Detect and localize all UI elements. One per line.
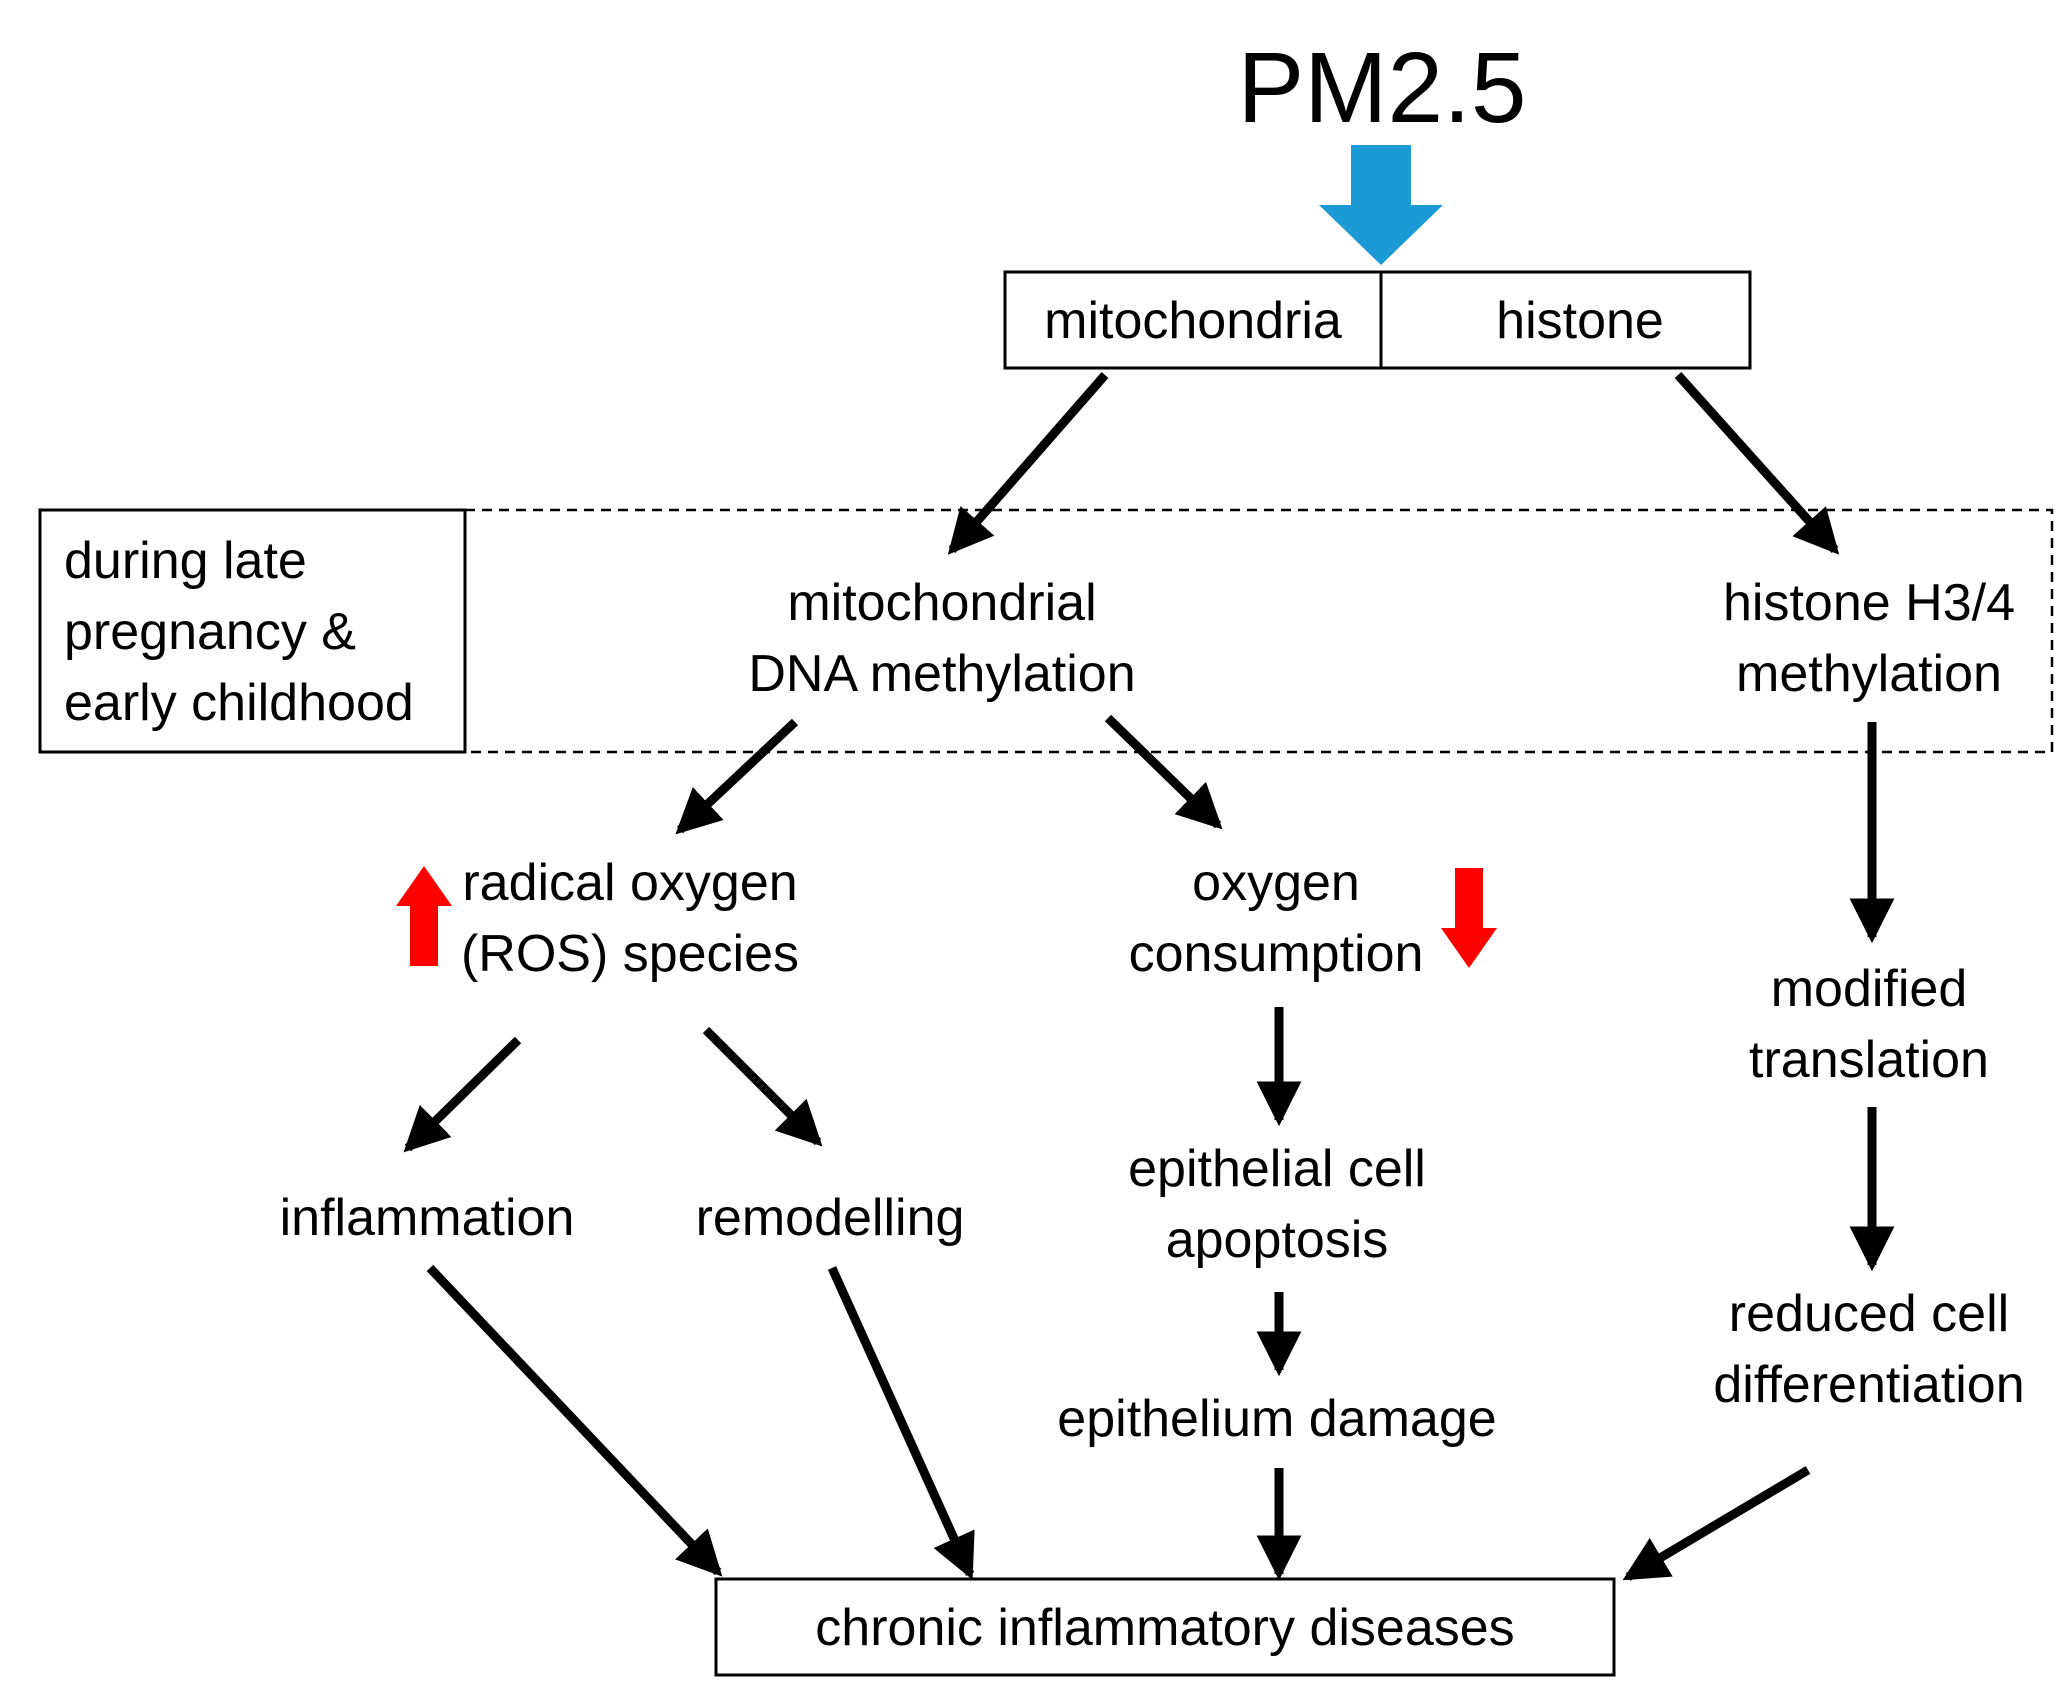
top-box [1003,270,1752,370]
apoptosis-line1: epithelial cell [1128,1140,1426,1198]
mitochondria-label: mitochondria [1044,292,1342,350]
exposure-title: PM2.5 [1237,32,1526,144]
arrow-ros-to-remodelling [702,1026,823,1147]
period-box [38,508,467,754]
mito-dna-methylation-line2: DNA methylation [748,645,1135,703]
reduced-differentiation-line1: reduced cell [1729,1285,2009,1343]
modified-translation-line2: translation [1749,1031,1989,1089]
exposure-arrow-icon [1319,145,1443,265]
modified-translation-line1: modified [1771,960,1968,1018]
ros-line1: radical oxygen [462,854,797,912]
arrow-differentiation-to-outcome [1622,1466,1811,1581]
arrow-histone-to-histone-methylation [1674,371,1840,555]
period-label-line2: pregnancy & [64,603,356,661]
histone-methylation-line2: methylation [1736,645,2002,703]
apoptosis-line2: apoptosis [1166,1211,1389,1269]
outcome-box [714,1577,1616,1677]
oxygen-consumption-line2: consumption [1129,925,1424,983]
ros-increase-arrow-icon [396,866,452,966]
arrow-ros-to-inflammation [403,1036,522,1153]
reduced-differentiation-line2: differentiation [1713,1356,2024,1414]
histone-methylation-line1: histone H3/4 [1723,574,2015,632]
inflammation-label: inflammation [280,1189,575,1247]
histone-label: histone [1496,292,1664,350]
oxygen-consumption-line1: oxygen [1192,854,1360,912]
ros-line2: (ROS) species [461,925,799,983]
arrow-dna-methylation-to-ros [675,718,799,835]
remodelling-label: remodelling [696,1189,965,1247]
arrow-mitochondria-to-dna-methylation [947,372,1109,555]
arrow-inflammation-to-outcome [426,1264,723,1577]
period-label-line1: during late [64,532,307,590]
epithelium-damage-label: epithelium damage [1057,1390,1496,1448]
arrow-dna-methylation-to-oxygen [1104,714,1223,830]
arrow-remodelling-to-outcome [827,1266,975,1580]
mito-dna-methylation-line1: mitochondrial [787,574,1096,632]
outcome-label: chronic inflammatory diseases [815,1599,1514,1657]
period-label-line3: early childhood [64,674,414,732]
oxygen-decrease-arrow-icon [1441,868,1497,968]
